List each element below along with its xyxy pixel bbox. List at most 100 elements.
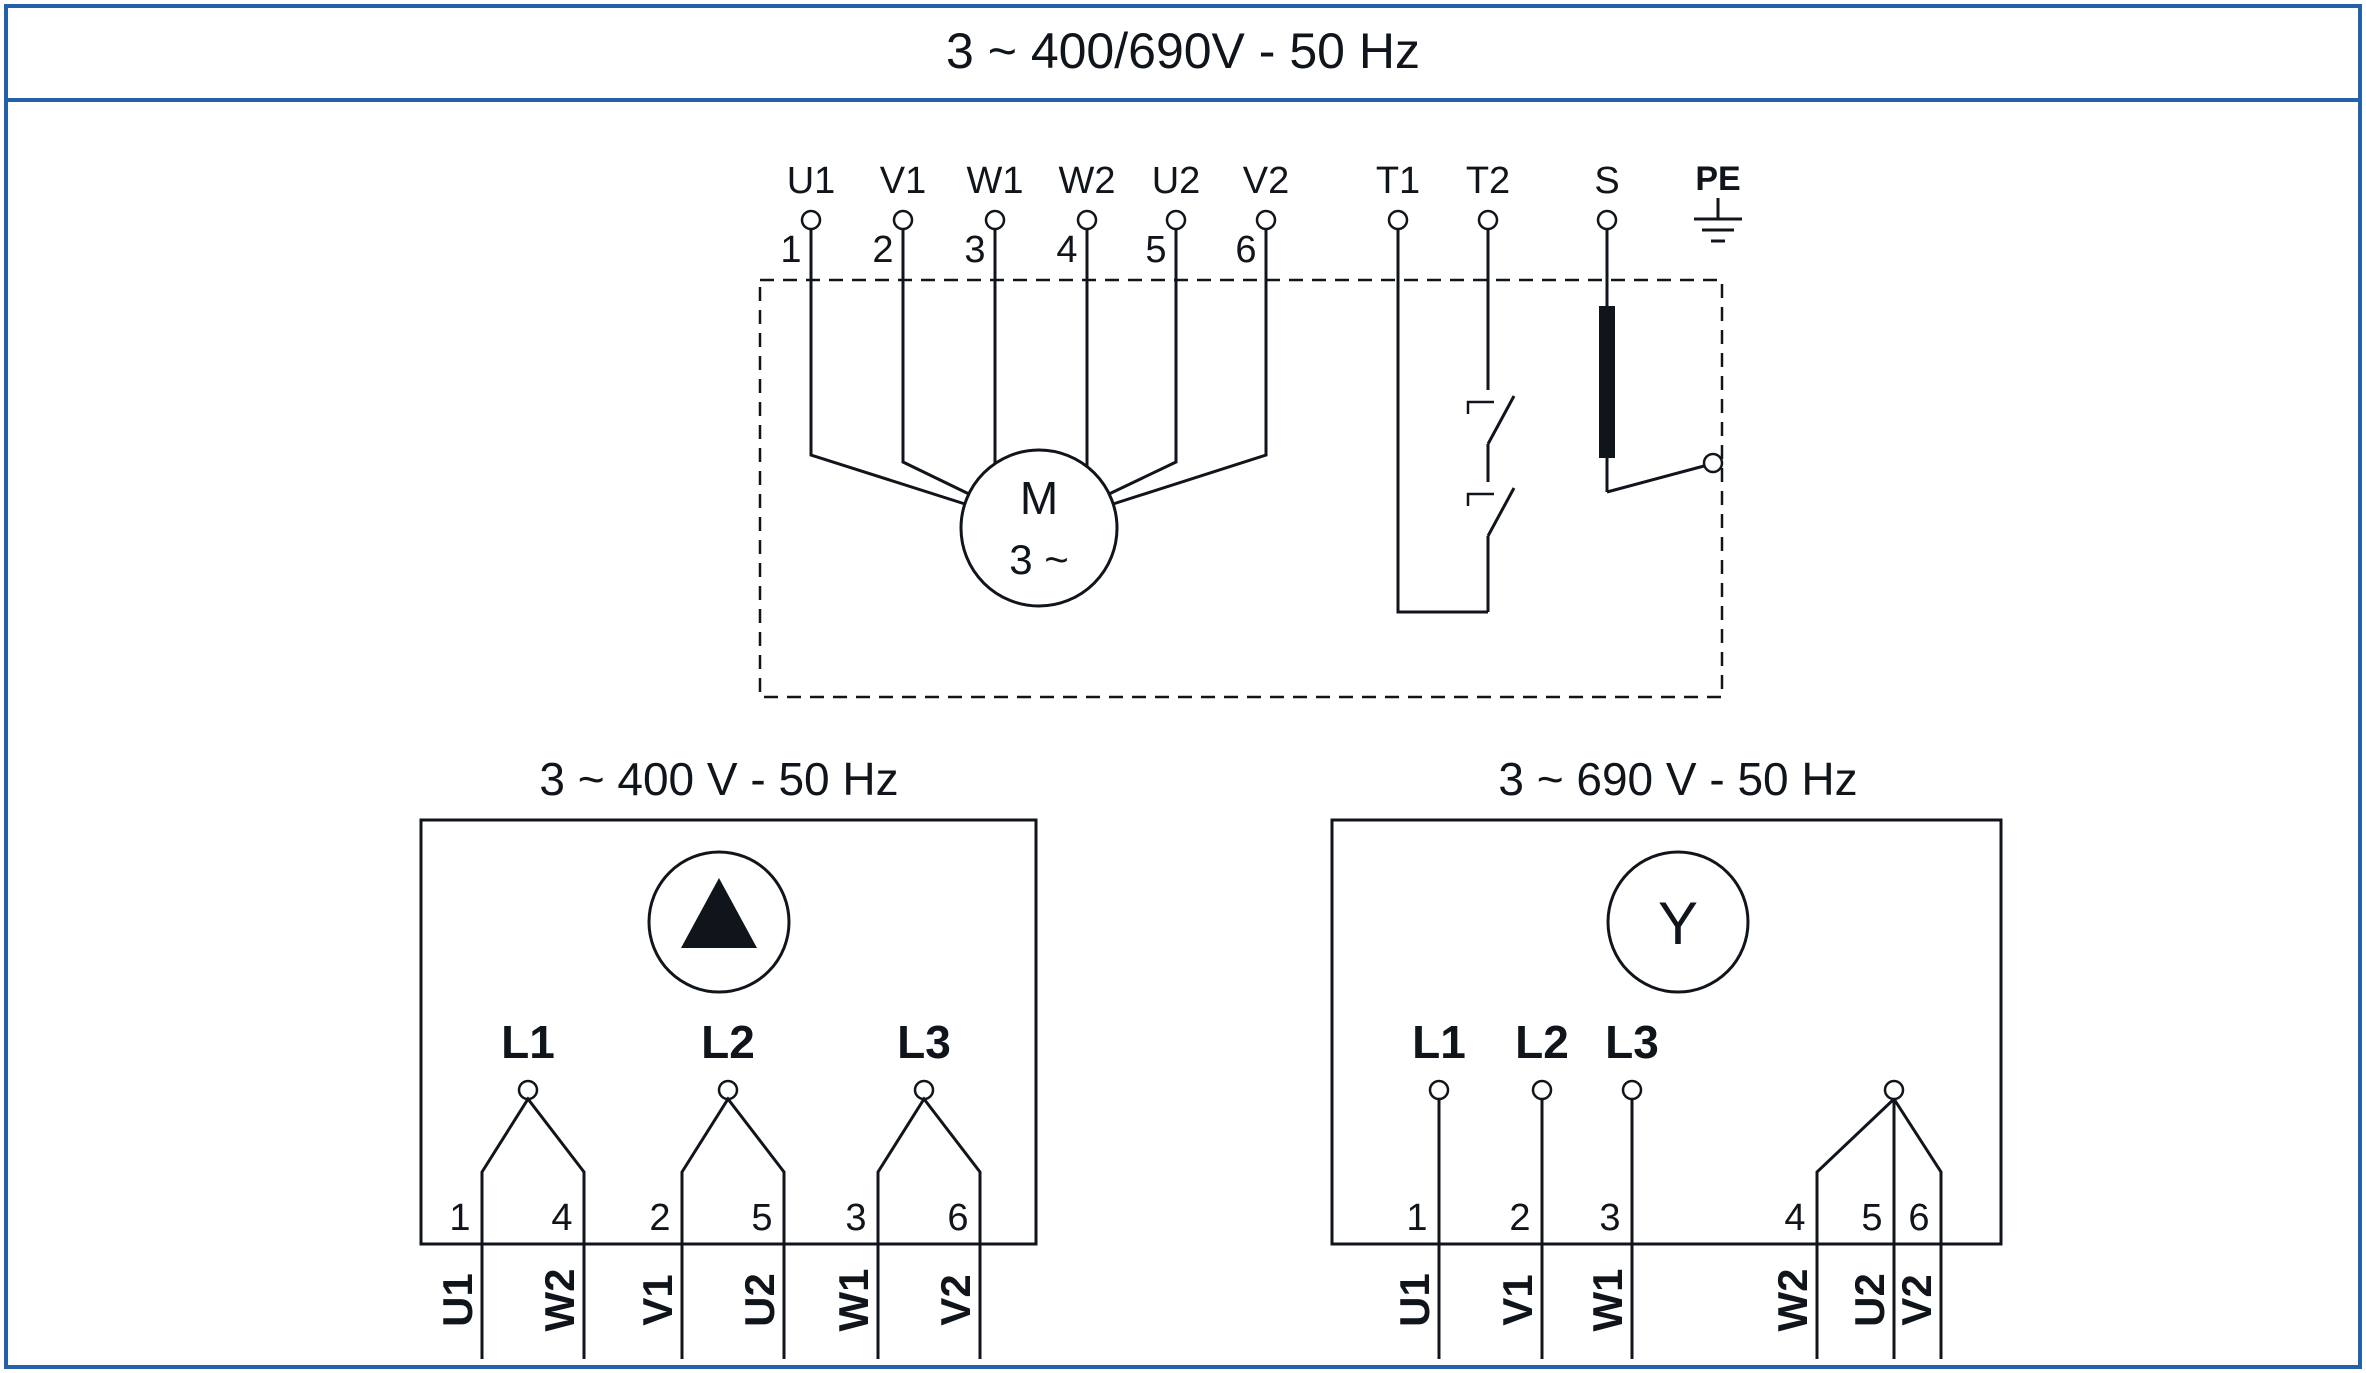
terminal-wire bbox=[1108, 229, 1178, 496]
sensor-switch-contact bbox=[1702, 452, 1724, 474]
phase-label: L1 bbox=[501, 1016, 555, 1068]
terminal-number: 3 bbox=[1599, 1197, 1620, 1239]
winding-label: U1 bbox=[1391, 1273, 1438, 1327]
delta-bridge-l2 bbox=[680, 1096, 786, 1359]
contact-blade bbox=[1486, 487, 1516, 537]
terminal-number: 5 bbox=[1861, 1197, 1882, 1239]
t1-wire bbox=[1396, 229, 1488, 614]
terminal-circle bbox=[800, 209, 822, 231]
terminal-number: 2 bbox=[649, 1197, 670, 1239]
terminal-circle bbox=[1165, 209, 1187, 231]
page-title: 3 ~ 400/690V - 50 Hz bbox=[946, 23, 1420, 79]
winding-label: U1 bbox=[434, 1273, 481, 1327]
terminal-label: U1 bbox=[787, 160, 836, 202]
thermal-contact-1 bbox=[1466, 395, 1516, 445]
phase-label: L3 bbox=[1605, 1016, 1659, 1068]
terminal-label: W2 bbox=[1059, 160, 1116, 202]
terminal-w2: W2 4 bbox=[1056, 160, 1116, 467]
phase-label: L2 bbox=[701, 1016, 755, 1068]
terminal-label-s: S bbox=[1594, 160, 1619, 202]
phase-terminal-circle bbox=[1531, 1079, 1553, 1101]
terminal-number: 5 bbox=[1145, 229, 1166, 271]
star-symbol-circle bbox=[1606, 850, 1750, 994]
thermal-contact-symbol bbox=[1466, 400, 1494, 414]
star-terminal-box bbox=[1330, 818, 2003, 1246]
thermal-contact-circuit: T1 T2 bbox=[1376, 160, 1516, 614]
star-connection-diagram: 3 ~ 690 V - 50 Hz Y L1 L2 L3 1 2 3 4 5 6… bbox=[1330, 753, 2003, 1359]
terminal-circle-s bbox=[1596, 209, 1618, 231]
winding-label: U2 bbox=[736, 1273, 783, 1327]
winding-label: W1 bbox=[1584, 1269, 1631, 1332]
star-symbol: Y bbox=[1606, 850, 1750, 994]
terminal-label-t2: T2 bbox=[1466, 160, 1510, 202]
winding-label: V2 bbox=[932, 1274, 979, 1325]
phase-terminal-circle bbox=[717, 1079, 739, 1101]
motor-circle bbox=[959, 448, 1119, 608]
winding-label: U2 bbox=[1846, 1273, 1893, 1327]
delta-bridge-l3 bbox=[876, 1096, 982, 1359]
terminal-number: 3 bbox=[964, 229, 985, 271]
winding-label: W2 bbox=[536, 1269, 583, 1332]
earth-terminal: PE bbox=[1694, 160, 1742, 243]
terminal-wire bbox=[901, 229, 970, 496]
terminal-wire bbox=[809, 229, 966, 506]
terminal-circle bbox=[984, 209, 1006, 231]
winding-label: V1 bbox=[634, 1274, 681, 1325]
star-point-wire-right bbox=[1892, 1098, 1943, 1359]
phase-terminal-circle bbox=[517, 1079, 539, 1101]
terminal-label: V2 bbox=[1243, 160, 1289, 202]
motor-phase-label: 3 ~ bbox=[1009, 536, 1069, 583]
star-y-icon: Y bbox=[1658, 890, 1698, 957]
page-border bbox=[4, 4, 2362, 1369]
delta-connection-diagram: 3 ~ 400 V - 50 Hz L1 L2 L3 1 4 2 5 3 6 U… bbox=[419, 753, 1038, 1359]
thermal-contact-2 bbox=[1466, 487, 1516, 537]
thermal-contact-symbol bbox=[1466, 492, 1494, 506]
ground-icon bbox=[1694, 217, 1742, 243]
terminal-circle bbox=[892, 209, 914, 231]
terminal-number: 1 bbox=[780, 229, 801, 271]
winding-label: V1 bbox=[1494, 1274, 1541, 1325]
phase-terminal-circle bbox=[1428, 1079, 1450, 1101]
phase-terminal-circle bbox=[1621, 1079, 1643, 1101]
terminal-number: 1 bbox=[449, 1197, 470, 1239]
motor-letter: M bbox=[1020, 472, 1058, 524]
phase-label: L2 bbox=[1515, 1016, 1569, 1068]
winding-label: V2 bbox=[1893, 1274, 1940, 1325]
terminal-circle bbox=[1255, 209, 1277, 231]
main-wiring-diagram: U1 1 V1 2 W1 3 W2 4 U2 5 bbox=[758, 160, 1742, 699]
terminal-label-t1: T1 bbox=[1376, 160, 1420, 202]
phase-label: L3 bbox=[897, 1016, 951, 1068]
terminal-number: 6 bbox=[1235, 229, 1256, 271]
sensor-switch-blade bbox=[1606, 464, 1705, 494]
delta-title: 3 ~ 400 V - 50 Hz bbox=[539, 753, 898, 805]
terminal-u1: U1 1 bbox=[780, 160, 966, 506]
phase-terminal-circle bbox=[913, 1079, 935, 1101]
contact-blade bbox=[1486, 395, 1516, 445]
terminal-number: 2 bbox=[1509, 1197, 1530, 1239]
terminal-number: 6 bbox=[947, 1197, 968, 1239]
terminal-number: 4 bbox=[1056, 229, 1077, 271]
terminal-u2: U2 5 bbox=[1108, 160, 1200, 496]
terminal-number: 3 bbox=[845, 1197, 866, 1239]
delta-bridge-l1 bbox=[480, 1096, 586, 1359]
winding-label: W2 bbox=[1769, 1269, 1816, 1332]
terminal-number: 2 bbox=[872, 229, 893, 271]
terminal-w1: W1 3 bbox=[964, 160, 1024, 464]
motor-symbol: M 3 ~ bbox=[959, 448, 1119, 608]
winding-label: W1 bbox=[830, 1269, 877, 1332]
page-frame bbox=[4, 4, 2362, 1369]
terminal-number: 5 bbox=[751, 1197, 772, 1239]
pe-label: PE bbox=[1695, 160, 1740, 198]
terminal-label: V1 bbox=[880, 160, 926, 202]
terminal-number: 4 bbox=[1784, 1197, 1805, 1239]
terminal-number: 4 bbox=[551, 1197, 572, 1239]
star-point-wire-left bbox=[1815, 1097, 1896, 1359]
terminal-wire bbox=[1112, 229, 1268, 506]
phase-label: L1 bbox=[1412, 1016, 1466, 1068]
terminal-number: 1 bbox=[1406, 1197, 1427, 1239]
star-point-circle bbox=[1883, 1079, 1905, 1101]
sensor-circuit: S bbox=[1594, 160, 1724, 494]
terminal-circle-t2 bbox=[1477, 209, 1499, 231]
delta-terminal-box bbox=[419, 818, 1038, 1246]
